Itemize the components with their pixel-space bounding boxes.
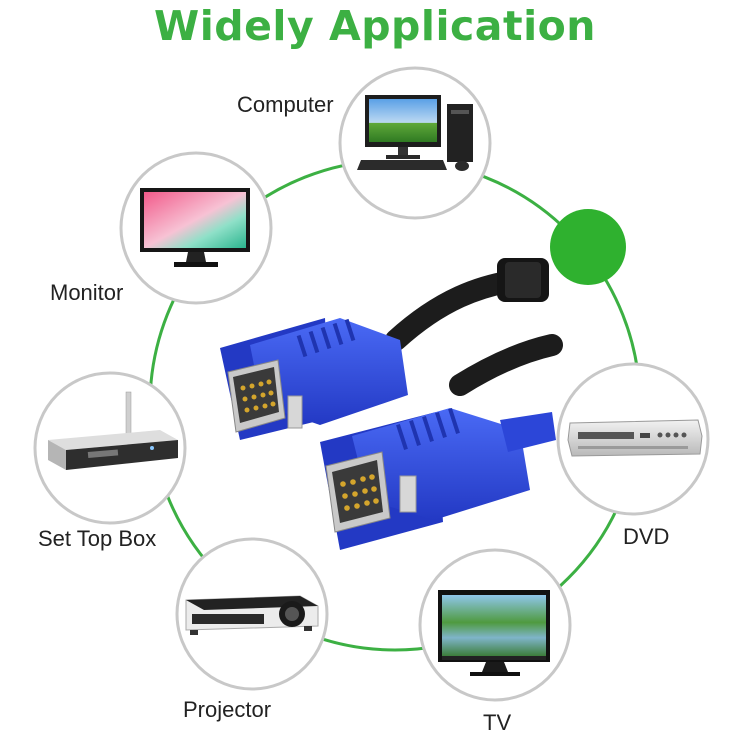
vga-cable-icon (220, 258, 563, 550)
device-label-set-top-box: Set Top Box (38, 526, 157, 551)
device-circle-set-top-box (33, 371, 187, 525)
projector-icon (185, 595, 319, 635)
device-label-monitor: Monitor (50, 280, 124, 305)
device-circle-monitor (119, 151, 273, 305)
device-label-dvd: DVD (623, 524, 670, 549)
green-dot (550, 209, 626, 285)
computer-icon (357, 95, 473, 171)
device-circle-dvd (556, 362, 710, 516)
tv-icon (438, 590, 550, 676)
device-circle-computer (338, 66, 492, 220)
device-circle-projector (175, 537, 329, 691)
set-top-box-icon (48, 391, 178, 470)
page-title: Widely Application (153, 2, 596, 50)
dvd-player-icon (567, 419, 703, 457)
device-label-tv: TV (483, 710, 512, 735)
monitor-icon (140, 188, 250, 267)
device-label-computer: Computer (237, 92, 334, 117)
device-label-projector: Projector (183, 697, 272, 722)
device-circle-tv (418, 548, 572, 702)
